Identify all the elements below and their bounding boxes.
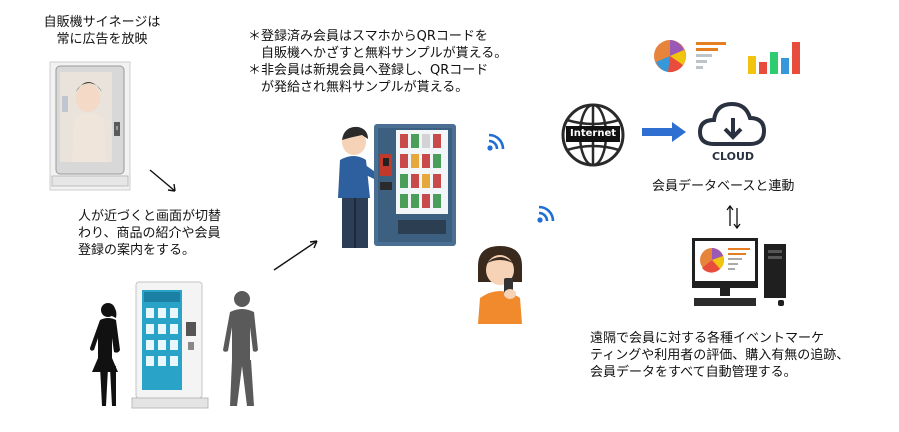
internet-label: Internet [566,126,620,142]
wifi-icon [487,133,505,151]
wifi-icon [537,205,555,223]
hbar-chart-thumbnail [696,42,726,69]
cloud-label: CLOUD [711,150,755,163]
management-caption: 遠隔で会員に対する各種イベントマーケ ティングや利用者の評価、購入有無の追跡、 … [590,331,850,380]
desktop-computer-icon [692,238,786,306]
vending-machine-icon [374,124,456,246]
woman-silhouette [90,303,120,406]
approach-caption: 人が近づくと画面が切替 わり、商品の紹介や会員 登録の案内をする。 [78,209,222,258]
girl-with-smartphone [478,246,522,324]
member-caption: ＊登録済み会員はスマホからQRコードを 自販機へかざすと無料サンプルが貰える。 … [248,29,508,95]
cloud-link-caption: 会員データベースと連動 [652,179,795,194]
cloud-download-icon [697,101,767,146]
interactive-kiosk [131,281,209,409]
signage-kiosk [49,61,131,191]
sync-arrows [726,204,741,230]
flow-arrow-approach-to-vending [273,240,318,271]
bar-chart-thumbnail [748,42,800,74]
signage-caption: 自販機サイネージは 常に広告を放映 [43,15,161,47]
man-silhouette [223,291,258,406]
blue-arrow-to-cloud [642,122,686,142]
flow-arrow-signage-to-approach [149,169,176,192]
pie-chart-thumbnail [654,40,686,73]
